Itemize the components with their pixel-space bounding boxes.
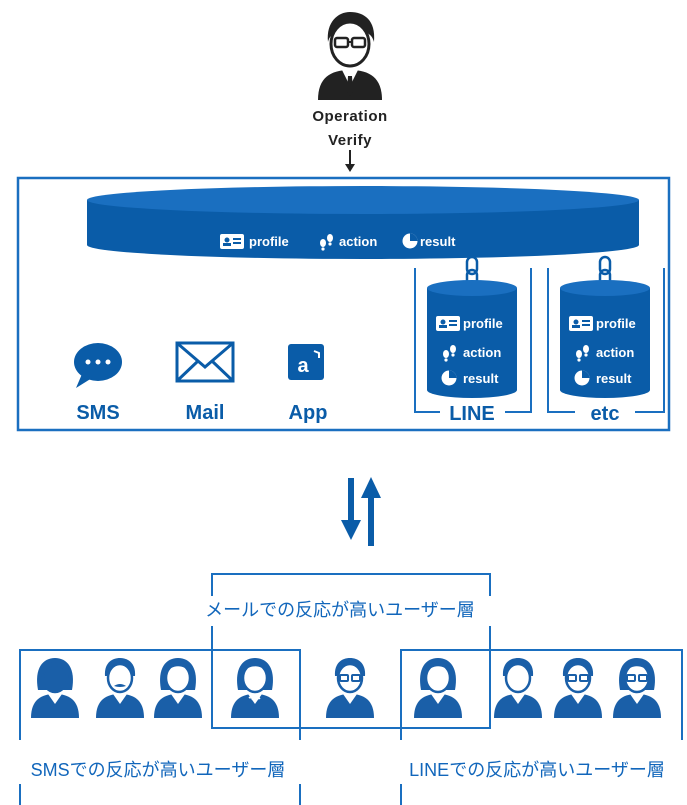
down-arrow-icon xyxy=(341,478,361,540)
pie-chart-icon xyxy=(441,370,457,386)
user-people-row xyxy=(31,658,661,718)
mail-group-label: メールでの反応が高いユーザー層 xyxy=(205,600,475,620)
central-action-label: action xyxy=(339,234,377,249)
app-label: App xyxy=(289,402,328,424)
central-profile-label: profile xyxy=(249,234,289,249)
line-action-label: action xyxy=(463,345,501,360)
chat-bubble-icon xyxy=(74,343,122,388)
operator-icon xyxy=(318,12,382,100)
verify-label: Verify xyxy=(328,132,372,149)
footprints-icon xyxy=(320,234,333,251)
line-label: LINE xyxy=(449,403,495,425)
etc-action-label: action xyxy=(596,345,634,360)
line-result-label: result xyxy=(463,371,499,386)
mail-group-box xyxy=(211,626,491,729)
etc-database: profile action result etc xyxy=(547,255,665,425)
envelope-icon xyxy=(175,341,235,383)
central-result-label: result xyxy=(420,234,456,249)
sync-arrows xyxy=(341,477,381,546)
person-icon xyxy=(326,658,374,718)
line-group-label: LINEでの反応が高いユーザー層 xyxy=(409,760,665,780)
sms-group-label: SMSでの反応が高いユーザー層 xyxy=(31,760,286,780)
mail-group-bracket xyxy=(211,573,491,596)
up-arrow-icon xyxy=(361,477,381,546)
channel-mail: Mail xyxy=(175,341,235,424)
person-icon xyxy=(31,658,79,718)
down-arrow-icon xyxy=(345,150,355,172)
profile-card-icon xyxy=(569,316,593,331)
central-database: profile action result xyxy=(87,186,639,259)
mail-label: Mail xyxy=(186,402,225,424)
line-database: profile action result LINE xyxy=(414,255,532,425)
pie-chart-icon xyxy=(402,233,418,249)
operation-label: Operation xyxy=(312,108,387,125)
etc-profile-label: profile xyxy=(596,316,636,331)
sms-label: SMS xyxy=(76,402,119,424)
pie-chart-icon xyxy=(574,370,590,386)
etc-result-label: result xyxy=(596,371,632,386)
profile-card-icon xyxy=(436,316,460,331)
line-profile-label: profile xyxy=(463,316,503,331)
footprints-icon xyxy=(443,345,456,362)
person-icon xyxy=(494,658,542,718)
channel-app: a App xyxy=(288,344,327,424)
footprints-icon xyxy=(576,345,589,362)
operator-figure: Operation Verify xyxy=(312,12,387,172)
person-icon xyxy=(414,658,462,718)
svg-text:a: a xyxy=(297,355,309,377)
line-group-box xyxy=(400,649,683,740)
person-icon xyxy=(613,658,661,718)
etc-label: etc xyxy=(591,403,620,425)
channel-sms: SMS xyxy=(74,343,122,424)
person-icon xyxy=(96,658,144,718)
profile-card-icon xyxy=(220,234,244,249)
app-icon: a xyxy=(288,344,324,380)
person-icon xyxy=(231,658,279,718)
sms-group-box xyxy=(19,649,301,740)
person-icon xyxy=(154,658,202,718)
person-icon xyxy=(554,658,602,718)
